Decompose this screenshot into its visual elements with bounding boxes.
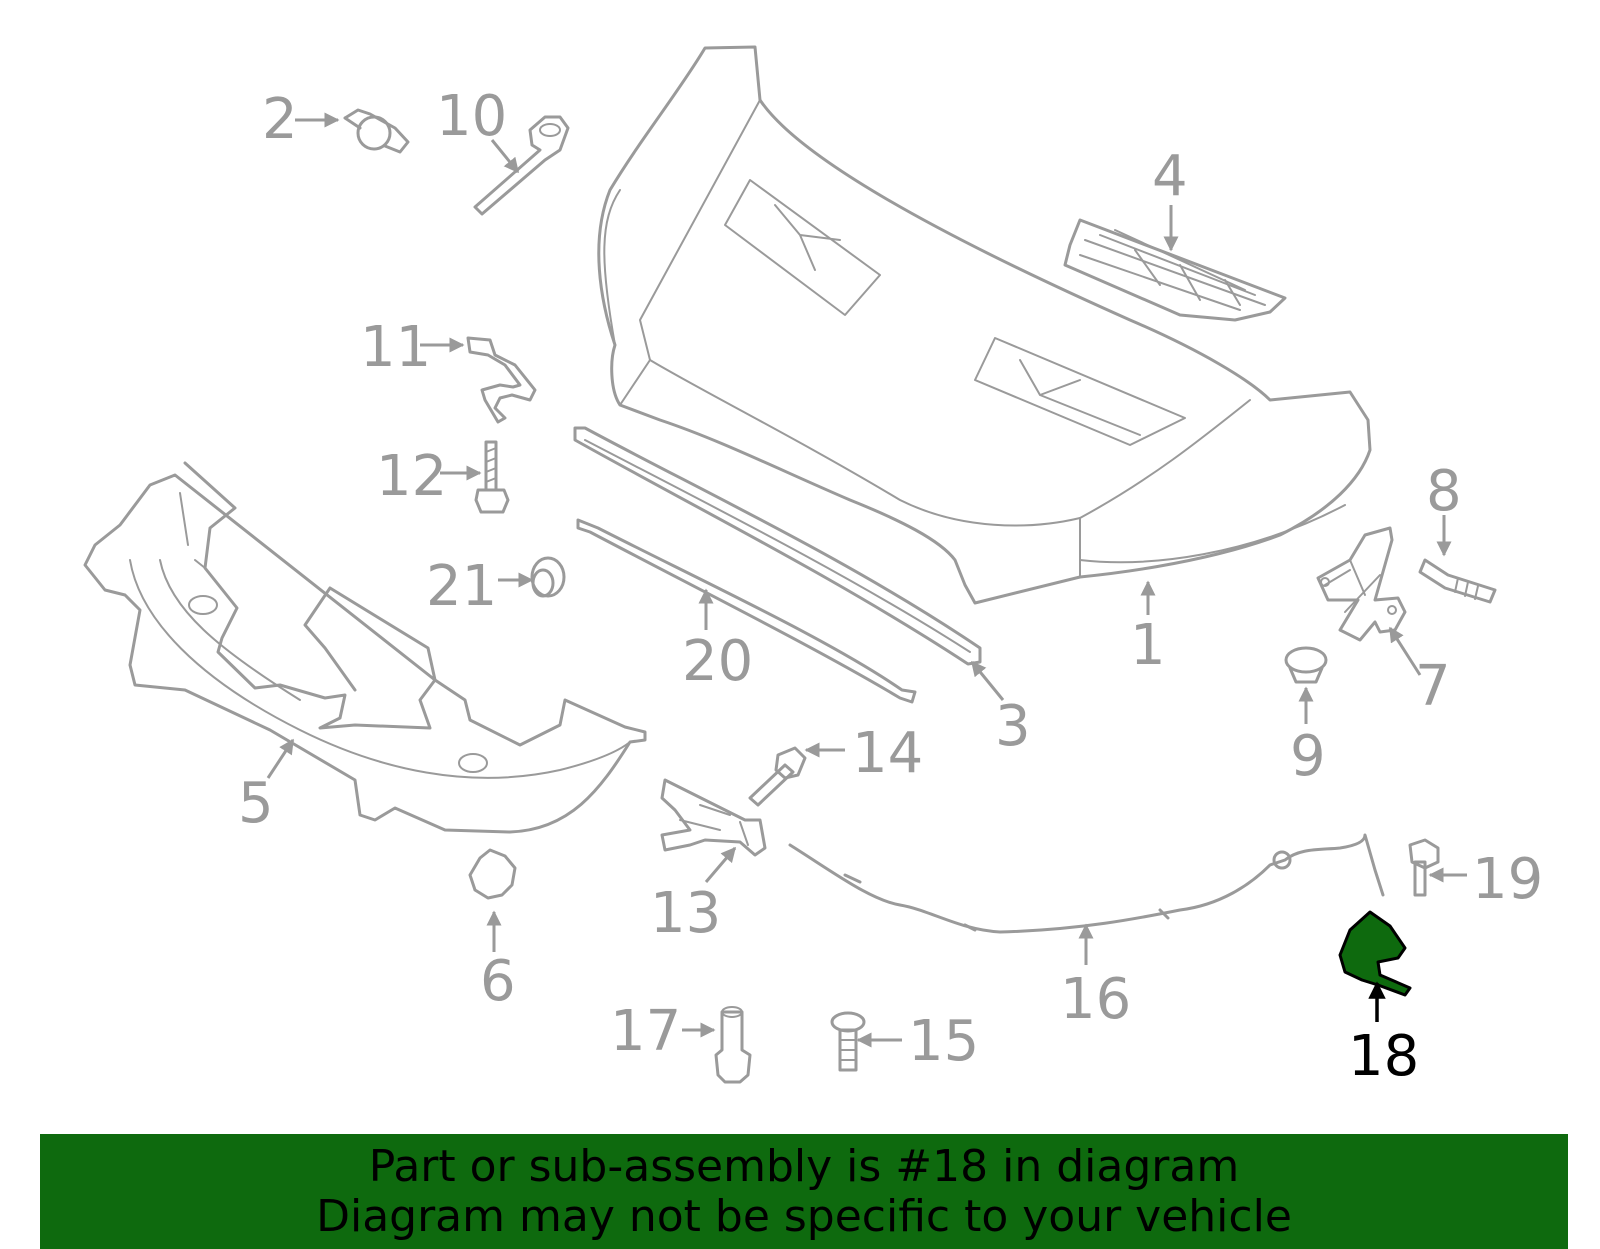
bolt-part-12[interactable] xyxy=(474,440,510,514)
latch-part-13[interactable] xyxy=(660,778,767,857)
banner-line-2: Diagram may not be specific to your vehi… xyxy=(316,1191,1292,1242)
bolt-part-19[interactable] xyxy=(1408,838,1440,897)
callout-4: 4 xyxy=(1152,144,1188,209)
callout-13: 13 xyxy=(650,881,721,946)
info-banner: Part or sub-assembly is #18 in diagram D… xyxy=(40,1134,1568,1249)
banner-line-1: Part or sub-assembly is #18 in diagram xyxy=(368,1141,1240,1192)
callout-labels: 1 2 3 4 5 6 7 8 9 10 11 12 13 14 15 16 1… xyxy=(238,84,1543,1089)
grommet-part-21[interactable] xyxy=(530,556,566,598)
callout-5: 5 xyxy=(238,771,274,836)
callout-6: 6 xyxy=(480,949,516,1014)
callout-16: 16 xyxy=(1060,967,1131,1032)
hood-prop-rod[interactable] xyxy=(576,518,917,704)
hood-panel[interactable] xyxy=(597,45,1372,605)
callout-2: 2 xyxy=(262,87,298,152)
callout-20: 20 xyxy=(682,629,753,694)
bumper-part-6[interactable] xyxy=(468,848,517,900)
callout-3: 3 xyxy=(995,694,1031,759)
callout-7: 7 xyxy=(1415,654,1451,719)
hood-insulator[interactable] xyxy=(83,461,647,834)
guide-part-18-highlighted[interactable] xyxy=(1338,910,1412,997)
harness-part-11[interactable] xyxy=(466,336,537,424)
callout-1: 1 xyxy=(1130,613,1166,678)
hinge-part-7[interactable] xyxy=(1316,526,1407,642)
callout-12: 12 xyxy=(376,444,447,509)
release-cable-part-16[interactable] xyxy=(788,833,1385,934)
callout-17: 17 xyxy=(610,999,681,1064)
callout-19: 19 xyxy=(1472,847,1543,912)
hood-vent-grille[interactable] xyxy=(1063,218,1287,322)
callout-15: 15 xyxy=(908,1009,979,1074)
bolt-part-14[interactable] xyxy=(748,746,807,807)
clip-part-2[interactable] xyxy=(343,108,410,154)
parts-diagram: 1 2 3 4 5 6 7 8 9 10 11 12 13 14 15 16 1… xyxy=(83,45,1543,1089)
callout-14: 14 xyxy=(852,721,923,786)
callout-21: 21 xyxy=(426,554,497,619)
stud-part-8[interactable] xyxy=(1418,558,1497,604)
callout-11: 11 xyxy=(360,315,431,380)
plug-part-17[interactable] xyxy=(714,1006,752,1084)
callout-8: 8 xyxy=(1426,459,1462,524)
nut-part-9[interactable] xyxy=(1284,646,1328,684)
callout-10: 10 xyxy=(436,84,507,149)
leader-lines xyxy=(266,112,1467,1048)
callout-9: 9 xyxy=(1290,724,1326,789)
retainer-part-15[interactable] xyxy=(830,1011,866,1072)
callout-18-highlighted: 18 xyxy=(1348,1024,1419,1089)
